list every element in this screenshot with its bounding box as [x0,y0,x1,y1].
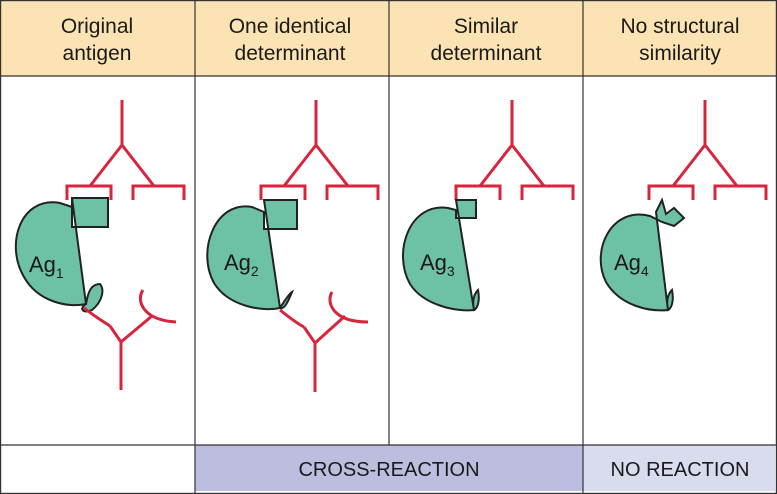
antibody-bottom-col2 [279,291,369,392]
header-col1-line2: antigen [63,42,132,65]
antigen-shape-col4 [599,197,686,312]
antigen-label-col1: Ag1 [29,252,64,281]
header-col4-line1: No structural [620,15,739,38]
antibody-bottom-col1 [83,289,177,390]
antibody-top-col4 [647,100,768,200]
header-col3-line1: Similar [454,15,518,38]
cross-reaction-bar [195,445,583,491]
cross-reaction-label: CROSS-REACTION [298,459,479,481]
header-col2-line1: One identical [229,15,352,38]
antibody-top-col1 [65,100,186,200]
no-reaction-label: NO REACTION [611,459,750,481]
antibody-top-col2 [259,100,380,200]
antigen-shape-col3 [402,199,480,312]
antigen-label-col2: Ag2 [224,250,259,279]
antigen-shape-col1 [14,197,109,313]
antigen-label-col4: Ag4 [614,250,649,279]
antigen-shape-col2 [206,199,298,311]
no-reaction-bar [583,445,775,491]
antigen-label-col3: Ag3 [420,250,455,279]
header-col3-line2: determinant [431,42,542,65]
header-col1-line1: Original [61,15,133,38]
header-col4-line2: similarity [639,42,721,65]
antibody-top-col3 [454,100,575,200]
header-col2-line2: determinant [235,42,346,65]
